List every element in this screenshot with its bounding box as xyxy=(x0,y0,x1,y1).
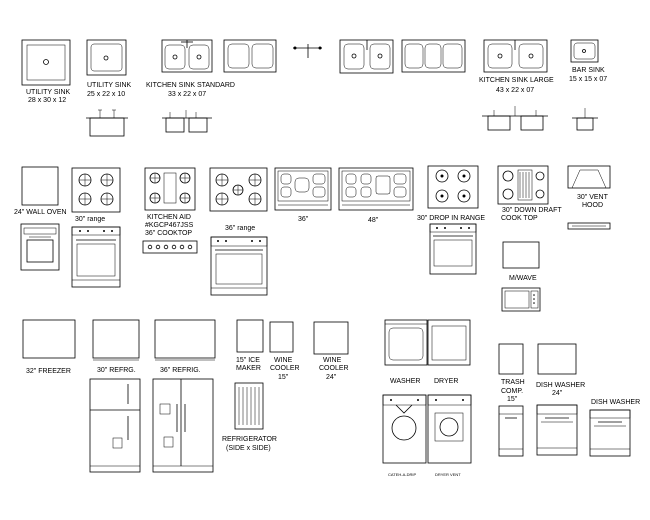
vent-hood-plan xyxy=(567,165,611,189)
kitchen-sink-large-plan xyxy=(483,39,548,73)
utility-sink-elevation xyxy=(86,109,128,137)
trash-comp-plan xyxy=(498,343,524,375)
kitchen-sink-triple-plan xyxy=(401,39,466,73)
faucet-symbol xyxy=(293,44,322,58)
range-36-label: 36" range xyxy=(225,225,255,232)
ice-maker-label: 15" ICE xyxy=(236,357,260,364)
vent-hood-label-2: HOOD xyxy=(582,202,603,209)
utility-sink-size: 28 x 30 x 12 xyxy=(28,97,66,104)
utility-sink-small-plan xyxy=(86,39,127,76)
bar-sink-plan xyxy=(570,39,599,63)
freezer-plan xyxy=(22,319,76,359)
refrig-30-label: 30" REFRG. xyxy=(97,367,136,374)
refrigerator-side-label: REFRIGERATOR xyxy=(222,436,277,443)
vent-hood-label: 30" VENT xyxy=(577,194,609,201)
kitchen-sink-double-plan xyxy=(223,39,277,73)
trash-comp-label: TRASH xyxy=(501,379,525,386)
microwave-elevation xyxy=(501,287,541,312)
refrig-30-elevation xyxy=(89,378,141,473)
kitchen-sink-large-elevation xyxy=(482,106,548,131)
range-30-label: 30" range xyxy=(75,216,105,223)
drop-in-range-label: 30" DROP IN RANGE xyxy=(417,215,485,222)
cooktop-36-label: 36" COOKTOP xyxy=(145,230,192,237)
down-draft-label: 30" DOWN DRAFT xyxy=(502,207,562,214)
bar-sink-label: BAR SINK xyxy=(572,67,605,74)
dryer-plan xyxy=(427,319,471,366)
cooktop-48-plan xyxy=(338,167,414,211)
freezer-label: 32" FREEZER xyxy=(26,368,71,375)
washer-elevation xyxy=(382,394,427,464)
cooktop-36-front xyxy=(142,240,198,254)
ice-maker-plan xyxy=(236,319,264,353)
wall-oven-elevation xyxy=(20,223,60,271)
range-36-elevation xyxy=(210,236,268,296)
trash-comp-label-2: COMP. xyxy=(501,388,523,395)
dish-washer-elevation xyxy=(589,409,631,457)
kitchen-sink-standard-elevation xyxy=(162,110,212,133)
trash-comp-elevation xyxy=(498,405,524,457)
kitchen-sink-deep-plan xyxy=(339,39,394,74)
cooktop-36-plan xyxy=(144,167,196,211)
bar-sink-size: 15 x 15 x 07 xyxy=(569,76,607,83)
dish-washer-24-elevation xyxy=(536,404,578,456)
wall-oven-plan xyxy=(21,166,59,206)
bar-sink-elevation xyxy=(572,108,598,131)
wine-cooler-24-label: WINE xyxy=(323,357,342,364)
drop-in-range-elevation xyxy=(429,223,477,275)
range-30-cooktop-plan xyxy=(71,167,121,213)
kitchen-aid-label: KITCHEN AID xyxy=(147,214,191,221)
refrig-36-elevation xyxy=(152,378,214,473)
size-48-label: 48" xyxy=(368,217,379,224)
dryer-front-label: DRYER VENT xyxy=(435,472,461,477)
dryer-elevation xyxy=(427,394,472,464)
kitchen-sink-large-label: KITCHEN SINK LARGE xyxy=(479,77,554,84)
utility-sink-large-plan xyxy=(21,39,71,86)
refrigerator-side-label-2: (SIDE x SIDE) xyxy=(226,445,271,452)
wine-cooler-24-label-3: 24" xyxy=(326,374,337,381)
washer-plan xyxy=(384,319,428,366)
wine-cooler-15-label: WINE xyxy=(274,357,293,364)
trash-comp-label-3: 15" xyxy=(507,396,518,403)
down-draft-cooktop-plan xyxy=(497,165,549,205)
wine-cooler-24-plan xyxy=(313,321,349,355)
kitchen-sink-standard-label: KITCHEN SINK STANDARD xyxy=(146,82,235,89)
dish-washer-24-label-2: 24" xyxy=(552,390,563,397)
dish-washer-24-plan xyxy=(537,343,577,375)
ice-maker-label-2: MAKER xyxy=(236,365,261,372)
dryer-label: DRYER xyxy=(434,378,458,385)
range-30-elevation xyxy=(71,226,121,288)
dish-washer-label: DISH WASHER xyxy=(591,399,640,406)
refrig-30-plan xyxy=(92,319,140,361)
kitchen-sink-standard-plan xyxy=(161,39,213,73)
washer-label: WASHER xyxy=(390,378,420,385)
dish-washer-24-label: DISH WASHER xyxy=(536,382,585,389)
wine-cooler-24-label-2: COOLER xyxy=(319,365,349,372)
kitchen-sink-standard-size: 33 x 22 x 07 xyxy=(168,91,206,98)
microwave-label: M/WAVE xyxy=(509,275,537,282)
drop-in-range-plan xyxy=(427,165,479,209)
refrigerator-side-elevation xyxy=(234,382,264,430)
cooktop-36-small-plan xyxy=(274,167,332,211)
size-36-label: 36" xyxy=(298,216,309,223)
range-36-cooktop-plan xyxy=(209,167,268,212)
wine-cooler-15-label-2: COOLER xyxy=(270,365,300,372)
utility-sink-2-size: 25 x 22 x 10 xyxy=(87,91,125,98)
kitchen-aid-model: #KGCP467JSS xyxy=(145,222,194,229)
utility-sink-label: UTILITY SINK xyxy=(26,89,71,96)
wine-cooler-15-label-3: 15" xyxy=(278,374,289,381)
kitchen-sink-large-size: 43 x 22 x 07 xyxy=(496,87,534,94)
vent-hood-elevation xyxy=(567,222,611,230)
cook-top-label: COOK TOP xyxy=(501,215,538,222)
refrig-36-plan xyxy=(154,319,216,361)
washer-front-label: CATEH-A-DRIP xyxy=(388,472,416,477)
utility-sink-2-label: UTILITY SINK xyxy=(87,82,132,89)
wine-cooler-15-plan xyxy=(269,321,294,353)
refrig-36-label: 36" REFRIG. xyxy=(160,367,201,374)
wall-oven-label: 24" WALL OVEN xyxy=(14,209,67,216)
microwave-plan xyxy=(502,241,540,269)
